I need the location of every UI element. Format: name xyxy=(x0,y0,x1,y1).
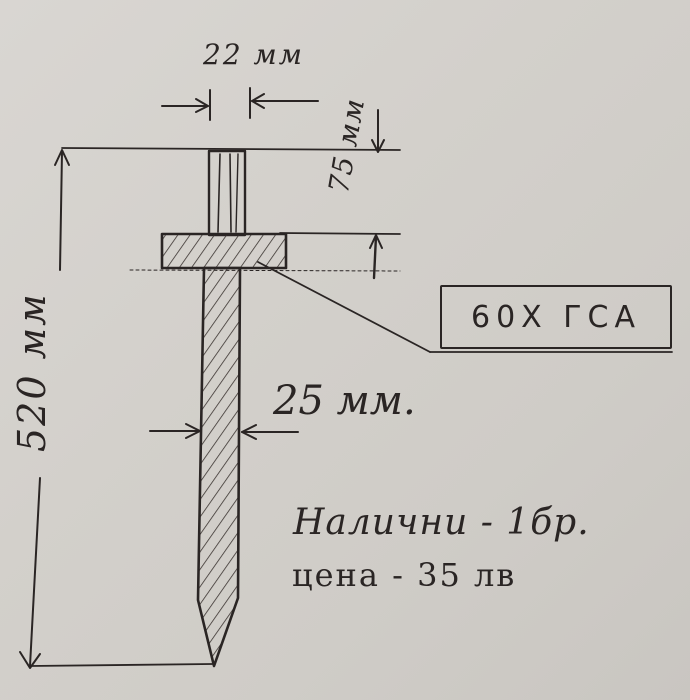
dimension-25-label: 25 мм. xyxy=(273,378,416,424)
dimension-520-label: 520 мм xyxy=(10,292,54,452)
dimension-75-arrows xyxy=(129,109,401,280)
upper-stem xyxy=(207,149,247,237)
material-label: 60X ГСА xyxy=(470,299,642,335)
price-note: цена - 35 лв xyxy=(292,556,517,594)
dimension-22-label: 22 мм xyxy=(203,38,304,71)
crossbar xyxy=(160,232,288,270)
shank xyxy=(196,266,242,668)
dimension-520-arrows xyxy=(19,149,213,669)
availability-note: Налични - 1бр. xyxy=(293,502,590,543)
material-label-box: 60X ГСА xyxy=(440,285,672,349)
dimension-25-text: 25 мм. xyxy=(273,378,416,424)
dimension-22-arrows xyxy=(161,87,319,121)
dimension-25-arrows xyxy=(149,423,299,440)
